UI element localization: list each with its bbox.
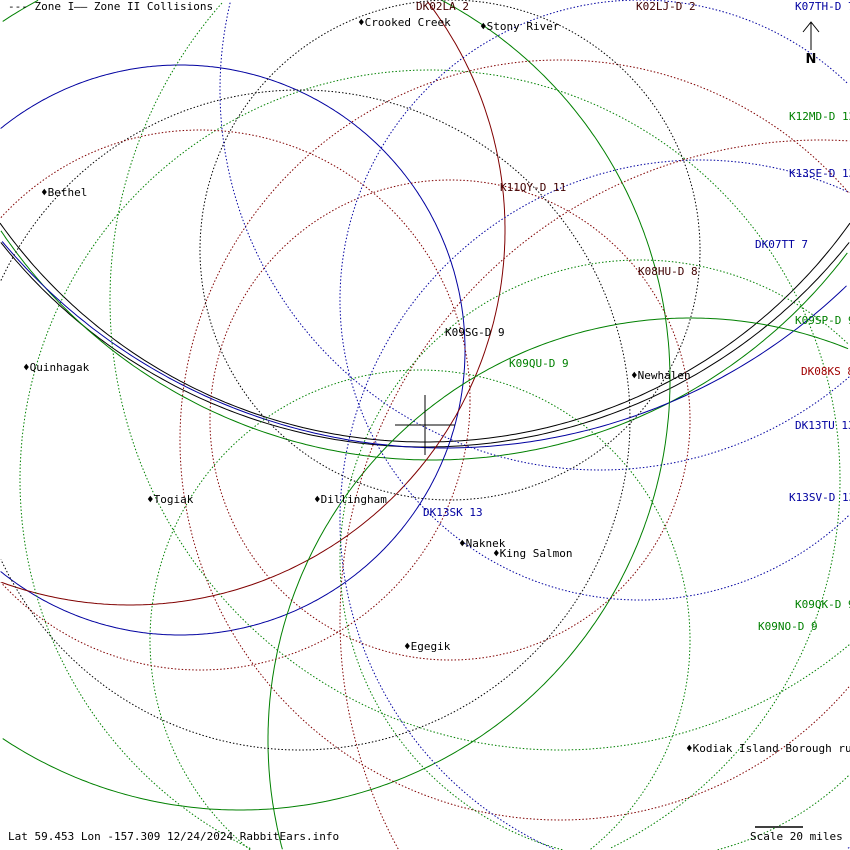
place-label: ♦Crooked Creek <box>358 16 451 29</box>
scale-label: Scale 20 miles <box>750 830 843 843</box>
station-label: K09QK-D 9 <box>795 598 850 611</box>
station-label: K08HU-D 8 <box>638 265 698 278</box>
contour-circle-solid <box>0 64 466 636</box>
legend-zone2: —— Zone II Collisions <box>74 0 214 13</box>
station-label: K09SP-D 9 <box>795 314 850 327</box>
station-label: DK13TU 13 <box>795 419 850 432</box>
station-label: K13SE-D 13 <box>789 167 850 180</box>
station-label: K07TH-D 7 <box>795 0 850 13</box>
place-label: ♦Dillingham <box>314 493 387 506</box>
place-label: ♦Egegik <box>404 640 451 653</box>
contour-circle-solid <box>1 241 847 449</box>
north-arrow: N <box>800 20 822 67</box>
contour-circle-dotted <box>209 179 691 661</box>
contour-circle-solid <box>1 1 506 606</box>
place-label: ♦Togiak <box>147 493 194 506</box>
place-label: ♦Stony River <box>480 20 560 33</box>
station-label: K09QU-D 9 <box>509 357 569 370</box>
station-label: K13SV-D 13 <box>789 491 850 504</box>
footer-coords: Lat 59.453 Lon -157.309 12/24/2024 Rabbi… <box>8 830 340 843</box>
place-label: ♦Quinhagak <box>23 361 90 374</box>
contour-circle-dotted <box>219 1 850 471</box>
north-label: N <box>805 52 817 67</box>
legend-zone1: --- Zone I <box>8 0 75 13</box>
contour-circle-dotted <box>149 369 691 850</box>
place-label: ♦Naknek <box>459 537 506 550</box>
station-label: K09SG-D 9 <box>445 326 505 339</box>
station-label: DK13SK 13 <box>423 506 483 519</box>
contour-circle-dotted <box>0 129 471 671</box>
contour-circle-dotted <box>339 139 850 850</box>
contour-circle-solid <box>2 0 671 811</box>
station-label: K09NO-D 9 <box>758 620 818 633</box>
station-label: DK02LA 2 <box>416 0 469 13</box>
place-label: ♦King Salmon <box>493 547 573 560</box>
contour-circle-dotted <box>199 0 701 501</box>
contour-circle-dotted <box>339 159 850 850</box>
place-label: ♦Kodiak Island Borough rura <box>686 742 850 755</box>
station-label: K02LJ-D 2 <box>636 0 696 13</box>
contour-circle-dotted <box>339 259 849 850</box>
station-label: K11QY-D 11 <box>500 181 567 194</box>
north-arrow-icon <box>802 21 820 50</box>
location-crosshair-icon <box>395 395 455 455</box>
place-label: ♦Bethel <box>41 186 88 199</box>
station-label: DK08KS 8 <box>801 365 850 378</box>
contour-circle-dotted <box>179 59 850 821</box>
place-label: ♦Newhalen <box>631 369 691 382</box>
contour-circle-solid <box>267 317 849 850</box>
contour-circle-dotted <box>109 1 850 751</box>
contour-circle-dotted <box>19 69 841 849</box>
station-label: DK07TT 7 <box>755 238 808 251</box>
station-label: K12MD-D 12 <box>789 110 850 123</box>
